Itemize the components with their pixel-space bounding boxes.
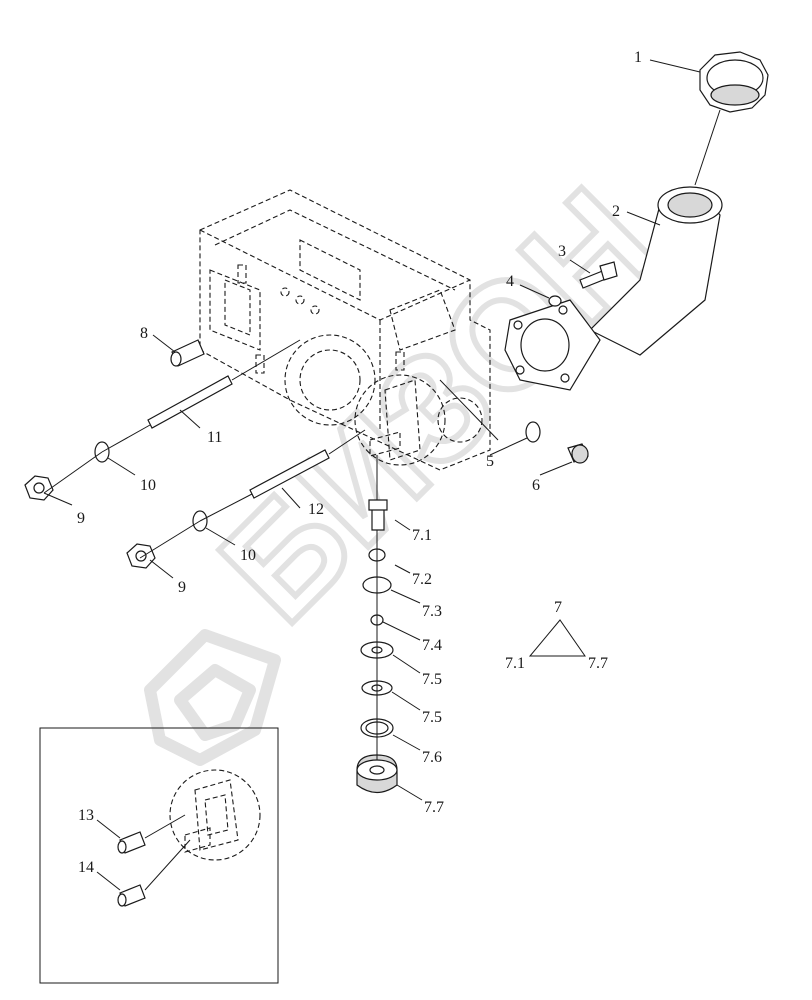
- label-7-5-lower: 7.5: [422, 709, 442, 726]
- label-2: 2: [612, 203, 620, 220]
- label-12: 12: [308, 501, 324, 518]
- label-9-lower: 9: [178, 579, 186, 596]
- triangle-left-label: 7.1: [505, 655, 525, 672]
- label-3: 3: [558, 243, 566, 260]
- part-5-o-ring: [525, 421, 541, 443]
- assembly-triangle-legend: 7 7.1 7.7: [505, 599, 608, 672]
- part-7-7-cap: [356, 754, 398, 794]
- label-7-3: 7.3: [422, 603, 442, 620]
- detail-inset: 13 14: [39, 727, 279, 984]
- label-7-2: 7.2: [412, 571, 432, 588]
- label-14: 14: [78, 859, 94, 876]
- part-3-bolt: [579, 261, 618, 289]
- part-1-filler-cap: [699, 51, 769, 113]
- part-14-pin: [117, 884, 146, 907]
- part-7-1-bolt: [368, 499, 388, 531]
- triangle-right-label: 7.7: [588, 655, 608, 672]
- label-13: 13: [78, 807, 94, 824]
- label-7-5-upper: 7.5: [422, 671, 442, 688]
- label-10-lower: 10: [240, 547, 256, 564]
- watermark-logo-icon: [144, 629, 281, 766]
- label-4: 4: [506, 273, 514, 290]
- part-2-filler-pipe: [504, 186, 723, 391]
- label-6: 6: [532, 477, 540, 494]
- part-11-stud: [147, 375, 233, 429]
- label-8: 8: [140, 325, 148, 342]
- label-10-upper: 10: [140, 477, 156, 494]
- label-7-7: 7.7: [424, 799, 444, 816]
- watermark-text: БИЗОН: [189, 157, 684, 652]
- label-9-upper: 9: [77, 510, 85, 527]
- label-7-1: 7.1: [412, 527, 432, 544]
- part-13-pin: [117, 831, 146, 854]
- label-7-6: 7.6: [422, 749, 442, 766]
- triangle-top-label: 7: [554, 599, 562, 616]
- gearbox-housing: [199, 189, 491, 471]
- label-5: 5: [486, 453, 494, 470]
- leader-lines: [43, 59, 721, 801]
- label-7-4: 7.4: [422, 637, 442, 654]
- part-6-plug: [567, 443, 589, 464]
- label-1: 1: [634, 49, 642, 66]
- part-9-nut-upper: [24, 475, 54, 501]
- part-12-stud: [249, 449, 330, 499]
- label-11: 11: [207, 429, 222, 446]
- part-9-nut-lower: [126, 543, 156, 569]
- part-labels: 1 2 3 4 5 6 8 9 9 10 10 11 12 7.1 7.2 7.…: [77, 49, 642, 816]
- part-4-washer: [548, 295, 562, 307]
- part-8-pin: [170, 339, 205, 367]
